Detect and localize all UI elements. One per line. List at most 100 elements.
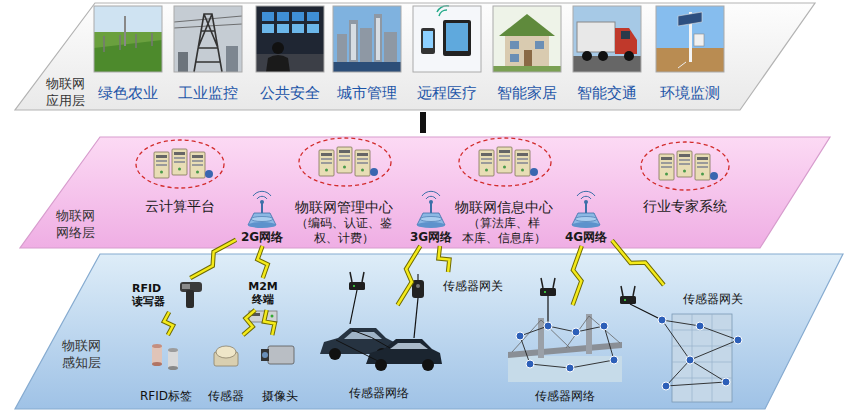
network-towers xyxy=(572,191,600,228)
bridge-sensor-network xyxy=(566,364,574,372)
bolt-core xyxy=(258,246,268,278)
network-tower-box: 2G网络 xyxy=(236,190,288,246)
photo-traffic xyxy=(582,51,592,61)
camera-icon xyxy=(262,352,268,358)
wireless-link-bolt xyxy=(164,312,173,335)
wireless-link-bolt xyxy=(573,246,582,305)
rfid-tag-icon xyxy=(168,366,178,370)
node-label: RFID 读写器 xyxy=(132,282,178,308)
perception-layer-band: 物联网 感知层RFID 读写器M2M 终端传感器网关传感器网关RFID标签传感器… xyxy=(0,251,846,412)
photo-public-safety xyxy=(256,6,324,72)
sensor-network-box: 传感器网络 xyxy=(505,305,625,405)
photo-public-safety xyxy=(262,24,319,33)
car-sensor-network xyxy=(414,298,418,338)
photo-environment xyxy=(689,12,692,62)
photo-agriculture xyxy=(94,32,162,72)
server-clusters xyxy=(479,147,538,176)
photo-smart-home xyxy=(493,6,561,72)
building-sensor-network xyxy=(696,322,704,330)
photo-public-safety xyxy=(256,54,324,72)
photo-public-safety xyxy=(256,6,324,72)
application-tile: 城市管理 xyxy=(329,4,405,104)
bridge-sensor-network xyxy=(512,316,620,352)
gateway-box: 传感器网关 xyxy=(400,272,505,300)
dashed-ellipse xyxy=(459,138,551,186)
sensor-icon xyxy=(214,352,238,366)
building-sensor-network xyxy=(658,316,666,324)
bolt-outline xyxy=(264,310,275,335)
bridge-sensor-network xyxy=(508,356,622,382)
building-sensor-network xyxy=(662,320,738,386)
car-sensor-network xyxy=(366,339,442,371)
building-sensor-network xyxy=(620,286,636,304)
platform-box: 云计算平台 xyxy=(130,137,230,217)
photo-industrial xyxy=(174,6,242,72)
device-box: M2M 终端 xyxy=(240,278,286,310)
photo-environment xyxy=(694,34,704,46)
photo-public-safety xyxy=(266,55,290,72)
wireless-link-bolt xyxy=(190,240,236,278)
rfid-tag-icon xyxy=(168,350,178,368)
node-label: 智能交通 xyxy=(577,84,637,102)
photo-agriculture xyxy=(94,6,162,72)
rfid-tag-icon xyxy=(152,362,162,366)
photo-public-safety xyxy=(277,12,289,21)
rfid-reader-icon xyxy=(180,282,202,292)
bridge-sensor-network xyxy=(526,360,534,368)
photo-smart-home xyxy=(510,41,519,49)
photo-telemedicine xyxy=(413,6,481,72)
photo-environment xyxy=(678,12,702,26)
node-label: 物联网信息中心 xyxy=(455,199,553,216)
photo-telemedicine xyxy=(413,6,481,72)
building-sensor-network xyxy=(658,316,742,390)
node-label: 城市管理 xyxy=(337,84,397,102)
sensor-icon xyxy=(216,346,236,358)
wireless-link-bolt xyxy=(258,246,268,278)
node-label: 4G网络 xyxy=(565,230,607,244)
wireless-link-bolt xyxy=(264,310,275,335)
photo-public-safety xyxy=(262,24,274,33)
photo-agriculture xyxy=(135,34,137,48)
photo-public-safety xyxy=(256,6,324,72)
layer-band-outline xyxy=(15,254,843,409)
node-label: 云计算平台 xyxy=(145,198,215,215)
car-sensor-network xyxy=(329,348,341,360)
platform-box: 行业专家系统 xyxy=(630,137,740,217)
car-sensor-network xyxy=(422,359,434,371)
wireless-link-bolt xyxy=(612,240,664,285)
node-label: 传感器网络 xyxy=(535,389,595,403)
node-detail: （算法库、样 本库、信息库） xyxy=(454,216,554,245)
gateway-box: 传感器网关 xyxy=(615,285,745,313)
layer-name: 物联网 网络层 xyxy=(56,208,102,242)
center-box: 物联网管理中心（编码、认证、鉴 权、计费） xyxy=(282,137,406,247)
photo-industrial xyxy=(178,52,188,72)
rfid-reader-icon xyxy=(180,282,202,308)
building-sensor-network xyxy=(672,314,732,402)
photo-smart-home xyxy=(499,14,555,36)
camera-icon xyxy=(261,349,269,361)
photo-public-safety xyxy=(262,12,319,21)
network-tower-box: 3G网络 xyxy=(406,190,456,246)
wireless-link-bolt xyxy=(243,310,255,335)
photo-traffic xyxy=(573,56,641,72)
building-sensor-network xyxy=(672,314,732,402)
car-sensor-network xyxy=(350,290,357,324)
building-sensor-network xyxy=(686,356,694,364)
photo-traffic xyxy=(582,51,634,61)
node-label: 传感器网关 xyxy=(683,292,743,306)
network-tower-box: 4G网络 xyxy=(560,190,612,246)
photo-environment xyxy=(678,62,686,68)
camera-icon xyxy=(268,346,294,364)
photo-environment xyxy=(656,48,724,72)
device-box: RFID 读写器 xyxy=(130,278,210,312)
car-sensor-network xyxy=(336,330,390,362)
node-label: M2M 终端 xyxy=(242,280,284,306)
photo-industrial xyxy=(174,16,242,28)
photo-agriculture xyxy=(104,33,152,52)
sensor-network-box: 传感器网络 xyxy=(315,305,443,402)
bolt-outline xyxy=(439,246,450,272)
photo-city xyxy=(351,18,380,60)
server-clusters xyxy=(154,149,213,178)
layer-link-bar xyxy=(423,112,424,133)
car-sensor-network xyxy=(320,328,396,354)
